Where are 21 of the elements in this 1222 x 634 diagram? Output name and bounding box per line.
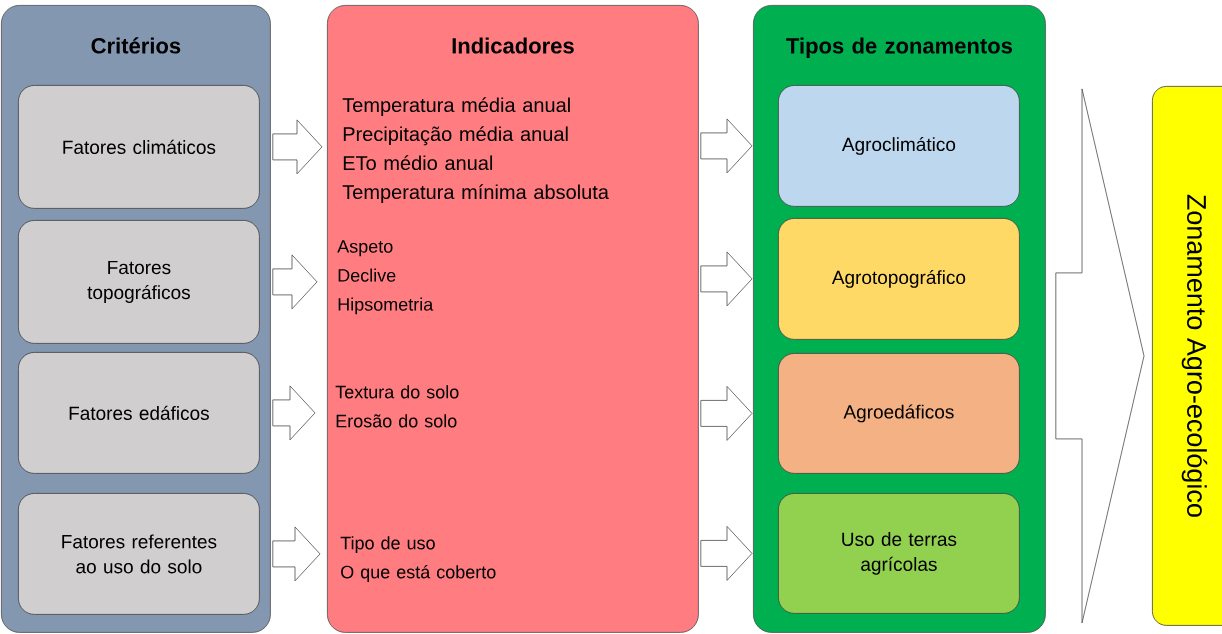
indicator-list: Tipo de uso O que está coberto: [340, 536, 496, 582]
block-arrow: [700, 251, 753, 307]
indicator-list: Temperatura média anual Precipitação média anual ETo médio anual Temperatura mínima absoluta: [342, 97, 609, 204]
indicator-list: Textura do solo Erosão do solo: [335, 385, 459, 428]
block-arrow: [272, 385, 316, 441]
zoning-type-box: Agroclimático: [778, 85, 1020, 207]
block-arrow: [700, 118, 753, 174]
zoning-type-box: Agrotopográfico: [778, 218, 1020, 340]
block-arrow: [700, 386, 753, 441]
criterion-box: Fatores topográficos: [18, 220, 260, 344]
criterion-box: Fatores edáficos: [18, 352, 260, 474]
block-arrow: [272, 119, 323, 175]
result-box: Zonamento Agro-ecológico: [1152, 86, 1222, 626]
indicator-list: Aspeto Declive Hipsometria: [337, 240, 434, 315]
block-arrow: [700, 526, 753, 581]
block-arrow: [272, 526, 321, 582]
block-arrow: [272, 254, 318, 310]
criterion-box: Fatores climáticos: [18, 85, 260, 209]
criterion-box: Fatores referentes ao uso do solo: [18, 493, 260, 615]
zoning-type-box: Agroedáficos: [778, 353, 1020, 474]
zoning-type-box: Uso de terras agrícolas: [778, 493, 1020, 614]
